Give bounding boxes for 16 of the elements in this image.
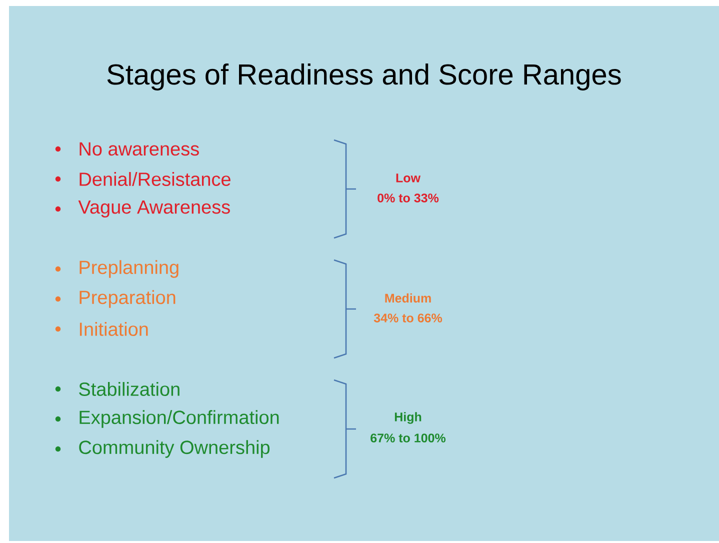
- list-item: Stabilization: [79, 382, 180, 396]
- range-label: Medium: [385, 293, 431, 303]
- range-label: 0% to 33%: [378, 194, 439, 202]
- list-item: Vague Awareness: [78, 200, 230, 218]
- list-item: Initiation: [80, 322, 148, 336]
- range-label: Low: [396, 174, 421, 182]
- list-item: Denial/Resistance: [80, 172, 230, 186]
- range-label: 67% to 100%: [370, 434, 446, 442]
- list-item: Community Ownership: [79, 440, 270, 458]
- title: Stages of Readiness and Score Ranges: [107, 63, 621, 91]
- list-item: Expansion/Confirmation: [80, 410, 279, 428]
- range-label: High: [394, 412, 422, 424]
- range-label: 34% to 66%: [374, 314, 442, 322]
- list-item: No awareness: [80, 142, 199, 156]
- list-item: Preparation: [80, 290, 176, 308]
- list-item: Preplanning: [80, 260, 178, 278]
